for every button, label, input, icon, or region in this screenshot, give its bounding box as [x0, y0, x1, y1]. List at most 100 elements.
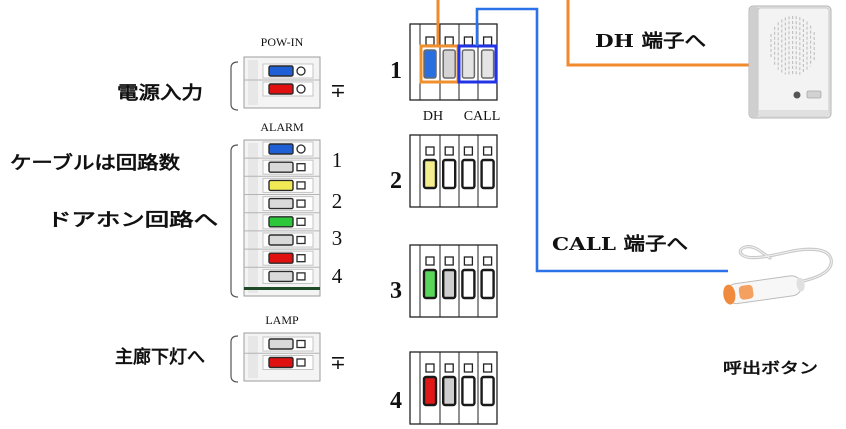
terminal-release-button [425, 363, 435, 373]
terminal-wire-slot [442, 375, 457, 407]
connector-4 [409, 351, 498, 425]
terminal-wire-slot [422, 158, 438, 190]
terminal-release-button [444, 146, 454, 156]
pendant-body-group [723, 275, 805, 305]
power-bracket [230, 61, 239, 111]
wire-end [268, 356, 294, 369]
terminal-release-button [444, 36, 454, 46]
alarm-common-bar [244, 287, 320, 290]
release-hole [296, 358, 306, 367]
wires [436, 0, 752, 273]
dh-group-label: DH [423, 109, 443, 124]
wire-end [268, 270, 294, 283]
terminal-release-button [425, 36, 435, 46]
wire-end [268, 179, 294, 192]
call-group-label: CALL [464, 109, 501, 124]
pendant-end-cap [723, 284, 736, 305]
alarm-circuit-number: 1 [332, 148, 343, 172]
release-hole [296, 84, 306, 94]
alarm-title: ALARM [260, 120, 304, 134]
terminal-release-button [482, 256, 493, 266]
terminal-wire-slot [480, 375, 495, 407]
call-button-label: 呼出ボタン [723, 359, 818, 377]
wire-end [268, 161, 294, 173]
doorphone-circuit-label: ドアホン回路へ [47, 209, 218, 231]
wire-end [268, 216, 294, 228]
wire-end [268, 65, 294, 77]
terminal-wire-slot [442, 268, 457, 300]
terminal-release-button [425, 146, 435, 156]
connector-number: 2 [390, 168, 402, 194]
release-hole [296, 272, 306, 281]
terminal-wire-slot [480, 158, 495, 190]
lamp-title: LAMP [265, 313, 299, 327]
alarm-circuit-number: 2 [332, 189, 343, 213]
terminal-block-edge [248, 60, 258, 105]
intercom-face [757, 7, 830, 117]
terminal-block-edge [248, 143, 258, 293]
wire-end [268, 234, 294, 246]
alarm-terminal-block [243, 139, 321, 297]
terminal-release-button [482, 146, 493, 156]
terminal-wire-slot [461, 375, 476, 407]
terminal-release-button [444, 256, 454, 266]
terminal-release-button [482, 36, 493, 46]
alarm-circuit-number: 4 [332, 264, 343, 288]
release-hole [296, 181, 306, 190]
wire-end [268, 197, 294, 210]
release-hole [296, 163, 306, 172]
lamp-ground-symbol: ∓ [330, 352, 346, 374]
corridor-light-label: 主廊下灯へ [115, 346, 205, 368]
release-hole [296, 254, 306, 263]
release-hole [296, 235, 306, 245]
connector-number: 4 [390, 388, 402, 414]
power-input-label: 電源入力 [117, 82, 203, 104]
intercom-indicator [806, 90, 822, 99]
terminal-wire-slot [442, 49, 456, 79]
pendant-button [738, 284, 754, 300]
terminal-wire-slot [461, 158, 476, 190]
terminal-wire-slot [480, 49, 495, 79]
terminal-wire-slot [423, 49, 437, 79]
terminal-release-button [463, 146, 474, 156]
terminal-wire-slot [422, 268, 438, 300]
pendant-cord-highlight [739, 246, 832, 283]
terminal-block-edge [248, 336, 258, 378]
door-intercom-icon [748, 5, 832, 119]
terminal-wire-slot [461, 268, 476, 300]
call-terminal-label: CALL 端子へ [552, 234, 688, 255]
pendant-strain-relief [796, 277, 805, 292]
release-hole [296, 144, 306, 154]
pow-in-terminal-block [243, 56, 321, 109]
release-hole [296, 217, 306, 226]
wire-end [268, 338, 294, 350]
pow-in-ground-symbol: ∓ [330, 80, 346, 102]
connector-1 [409, 23, 498, 101]
terminal-release-button [425, 256, 435, 266]
lamp-bracket [230, 335, 239, 383]
wire-end [268, 83, 294, 95]
terminal-wire-slot [480, 268, 495, 300]
call-pendant-icon [723, 245, 833, 305]
intercom-button [793, 91, 801, 99]
pow-in-title: POW-IN [261, 35, 304, 49]
release-hole [296, 66, 306, 76]
pendant-body [725, 275, 803, 305]
connector-number: 3 [390, 278, 402, 304]
intercom-bottom-shadow [758, 110, 829, 116]
terminal-wire-slot [422, 375, 438, 407]
terminal-wire-slot [461, 49, 476, 79]
terminal-release-button [444, 363, 454, 373]
call-wire [475, 7, 728, 273]
terminal-wire-slot [442, 158, 457, 190]
cable-note-label: ケーブルは回路数 [10, 152, 181, 174]
dh-wire-to-intercom [566, 0, 752, 67]
terminal-release-button [463, 256, 474, 266]
connector-number: 1 [390, 58, 402, 84]
release-hole [296, 199, 306, 208]
terminal-release-button [482, 363, 493, 373]
dh-terminal-label: DH 端子へ [595, 31, 706, 52]
terminal-release-button [463, 36, 474, 46]
connector-3 [409, 244, 498, 318]
